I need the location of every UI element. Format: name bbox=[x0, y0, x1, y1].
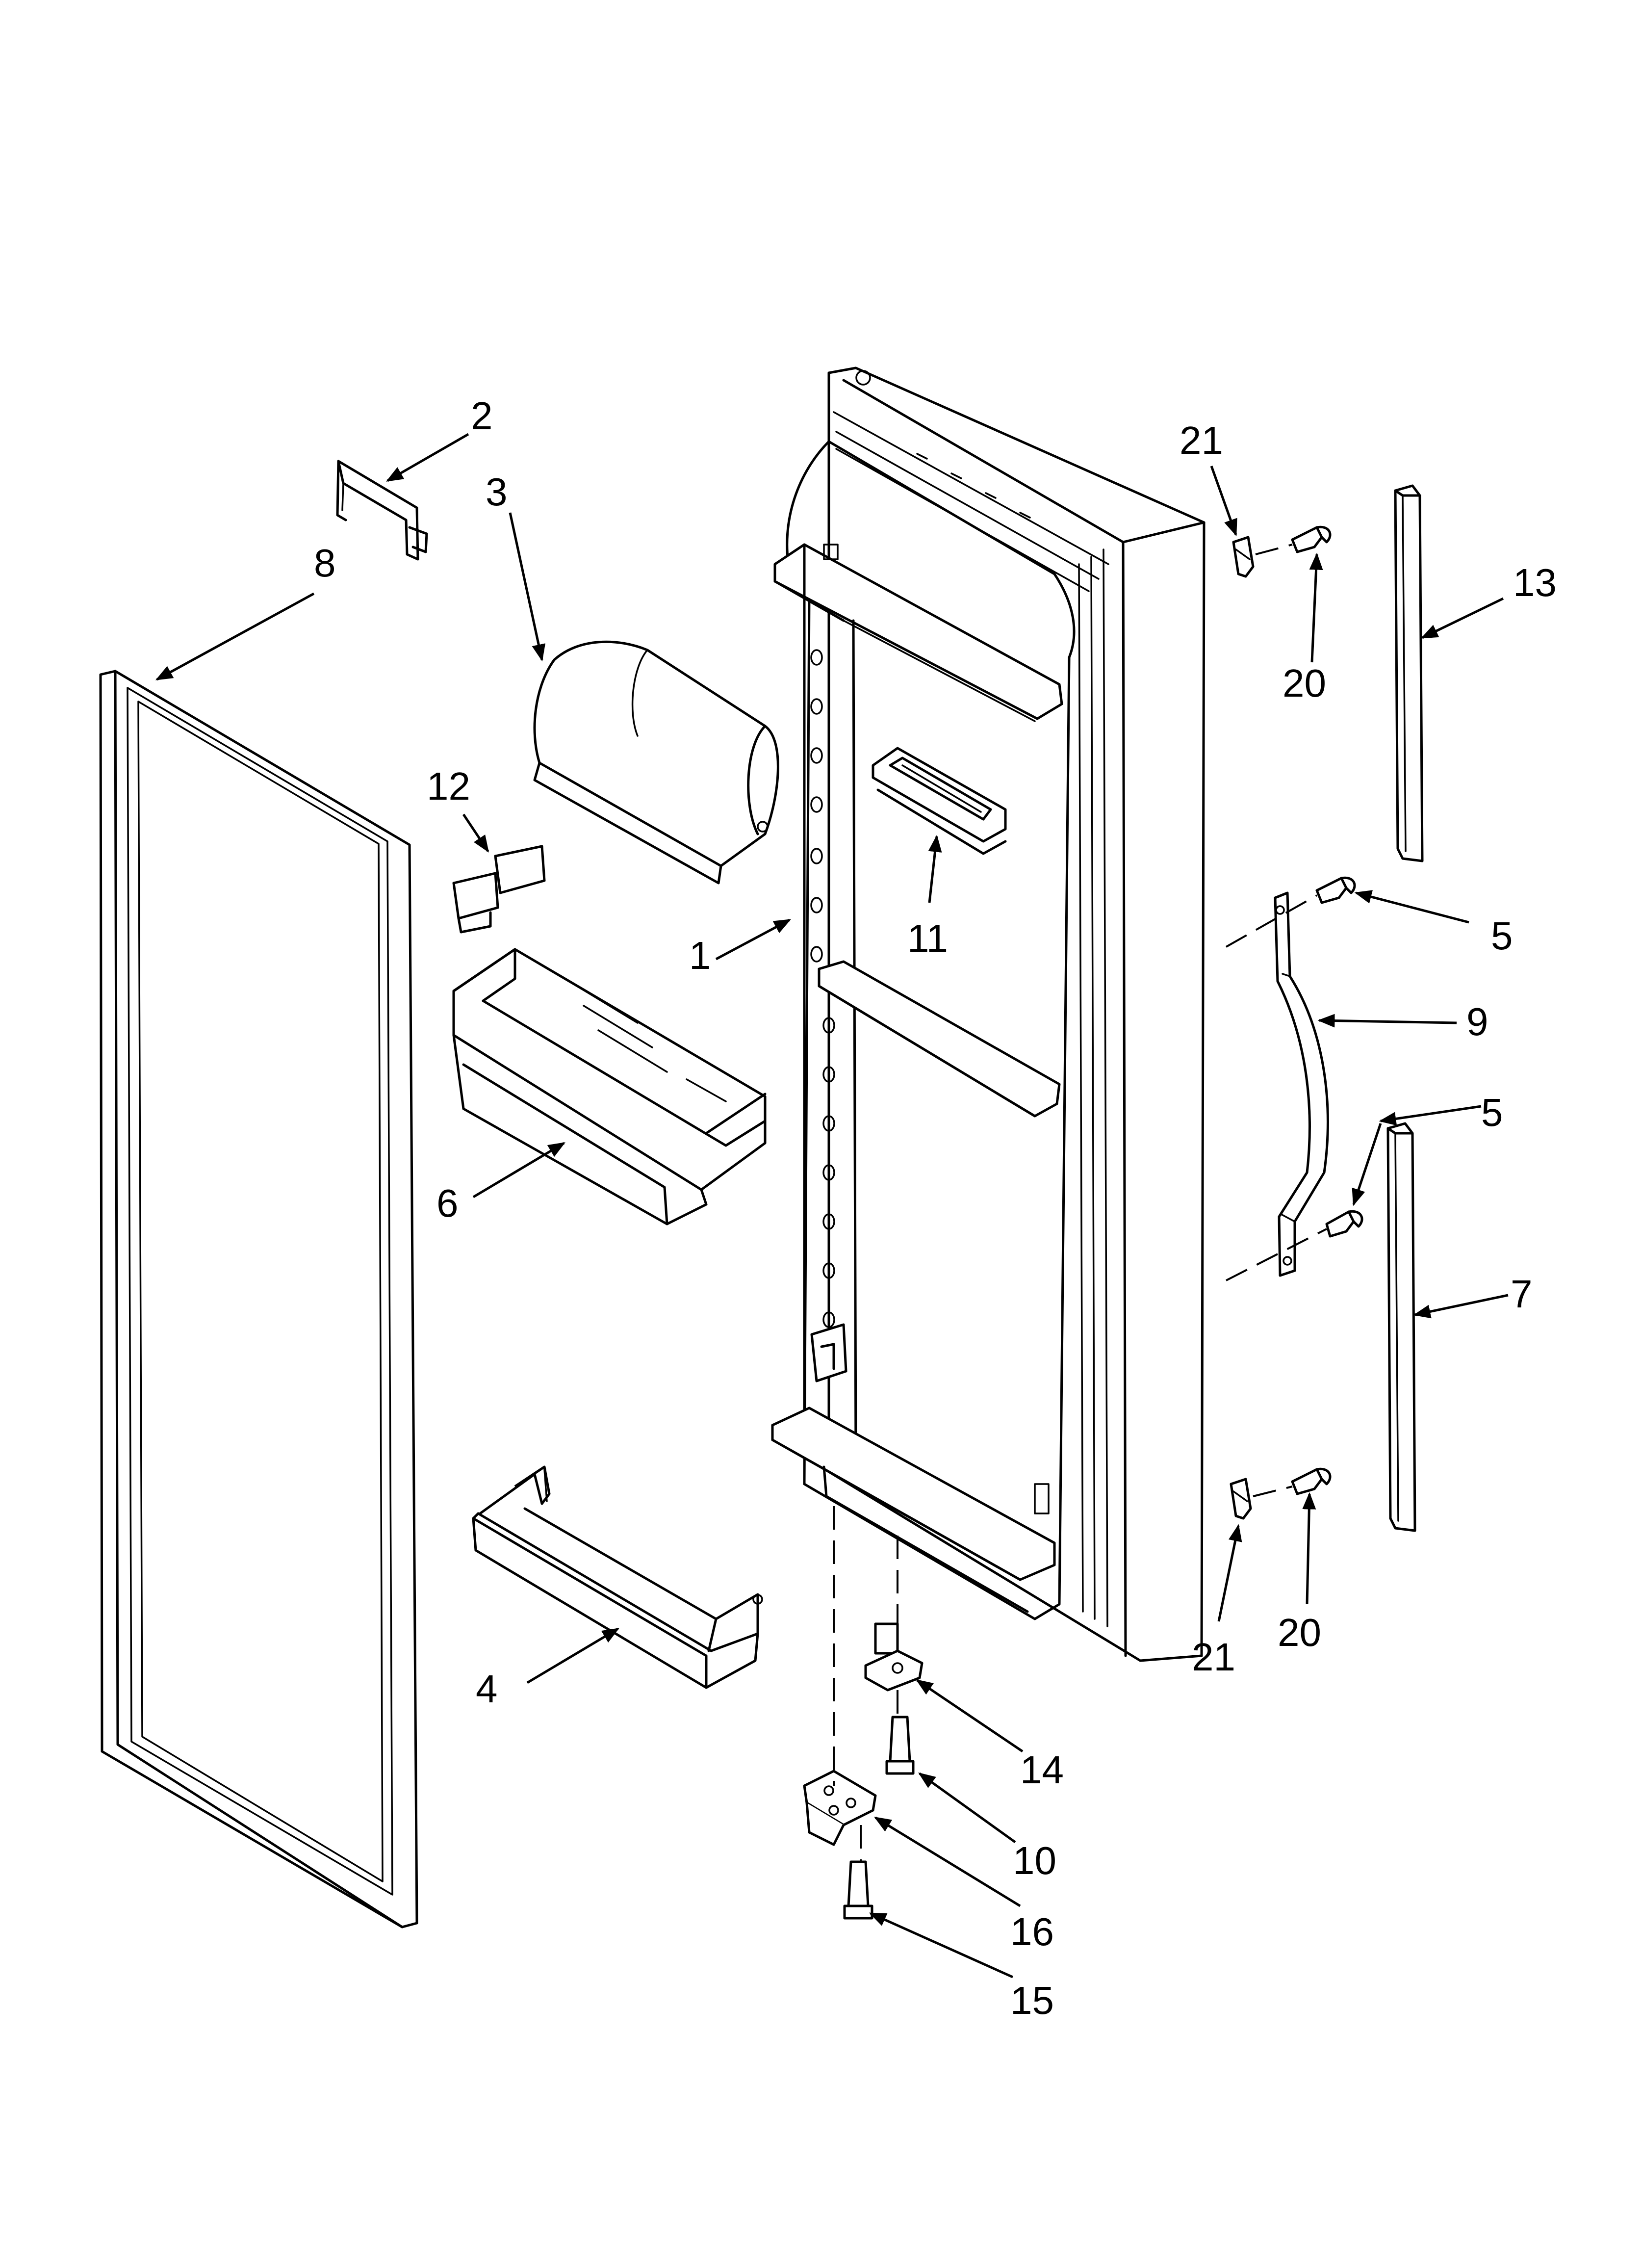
shelf-adjustment-holes bbox=[810, 649, 835, 1328]
part-1-door-assembly bbox=[771, 366, 1206, 1662]
leader-lines bbox=[155, 433, 1509, 1979]
part-16-hinge-plate bbox=[803, 1770, 877, 1846]
part-9-door-handle bbox=[1274, 891, 1329, 1277]
part-4-door-shelf bbox=[472, 1465, 763, 1689]
callout-21-upper: 21 bbox=[1180, 418, 1223, 462]
callout-9: 9 bbox=[1466, 1000, 1488, 1043]
callout-5-upper: 5 bbox=[1491, 914, 1513, 958]
callout-labels: 2 3 8 12 1 11 6 4 21 20 13 5 9 5 7 21 20… bbox=[314, 394, 1557, 2022]
callout-21-lower: 21 bbox=[1192, 1635, 1235, 1679]
callout-20-upper: 20 bbox=[1283, 661, 1326, 705]
part-20-screw-lower bbox=[1291, 1467, 1332, 1495]
part-3-dairy-cover bbox=[533, 640, 779, 885]
callout-3: 3 bbox=[486, 470, 508, 514]
callout-13: 13 bbox=[1513, 561, 1557, 604]
part-10-screw bbox=[885, 1716, 915, 1775]
callout-1: 1 bbox=[689, 934, 711, 977]
part-15-screw bbox=[843, 1860, 873, 1920]
part-13-trim-strip bbox=[1394, 484, 1424, 862]
callout-6: 6 bbox=[436, 1181, 459, 1225]
part-5-screw-upper bbox=[1315, 876, 1356, 904]
callout-11: 11 bbox=[907, 916, 948, 960]
callout-2: 2 bbox=[471, 394, 493, 438]
callout-16: 16 bbox=[1010, 1910, 1054, 1954]
callout-10: 10 bbox=[1013, 1839, 1056, 1882]
callout-12: 12 bbox=[427, 764, 470, 808]
part-14-hinge-pin bbox=[864, 1622, 924, 1692]
callout-8: 8 bbox=[314, 541, 336, 585]
part-21-hinge-clip-upper bbox=[1232, 536, 1255, 578]
part-21-hinge-clip-lower bbox=[1230, 1478, 1252, 1520]
callout-20-lower: 20 bbox=[1278, 1611, 1321, 1654]
alignment-lines bbox=[833, 544, 1327, 1862]
part-7-trim-strip bbox=[1386, 1122, 1416, 1532]
callout-14: 14 bbox=[1020, 1748, 1064, 1792]
part-20-screw-upper bbox=[1291, 525, 1332, 553]
part-8-door-gasket bbox=[99, 670, 418, 1929]
part-2-clip bbox=[336, 460, 428, 561]
part-5-screw-lower bbox=[1325, 1210, 1363, 1238]
part-6-door-bin bbox=[452, 948, 767, 1225]
part-12-bracket bbox=[452, 845, 546, 934]
part-11-butter-compartment bbox=[872, 747, 1007, 855]
callout-7: 7 bbox=[1511, 1272, 1533, 1316]
callout-4: 4 bbox=[476, 1667, 498, 1711]
callout-15: 15 bbox=[1010, 1979, 1054, 2022]
callout-5-lower: 5 bbox=[1481, 1091, 1503, 1134]
